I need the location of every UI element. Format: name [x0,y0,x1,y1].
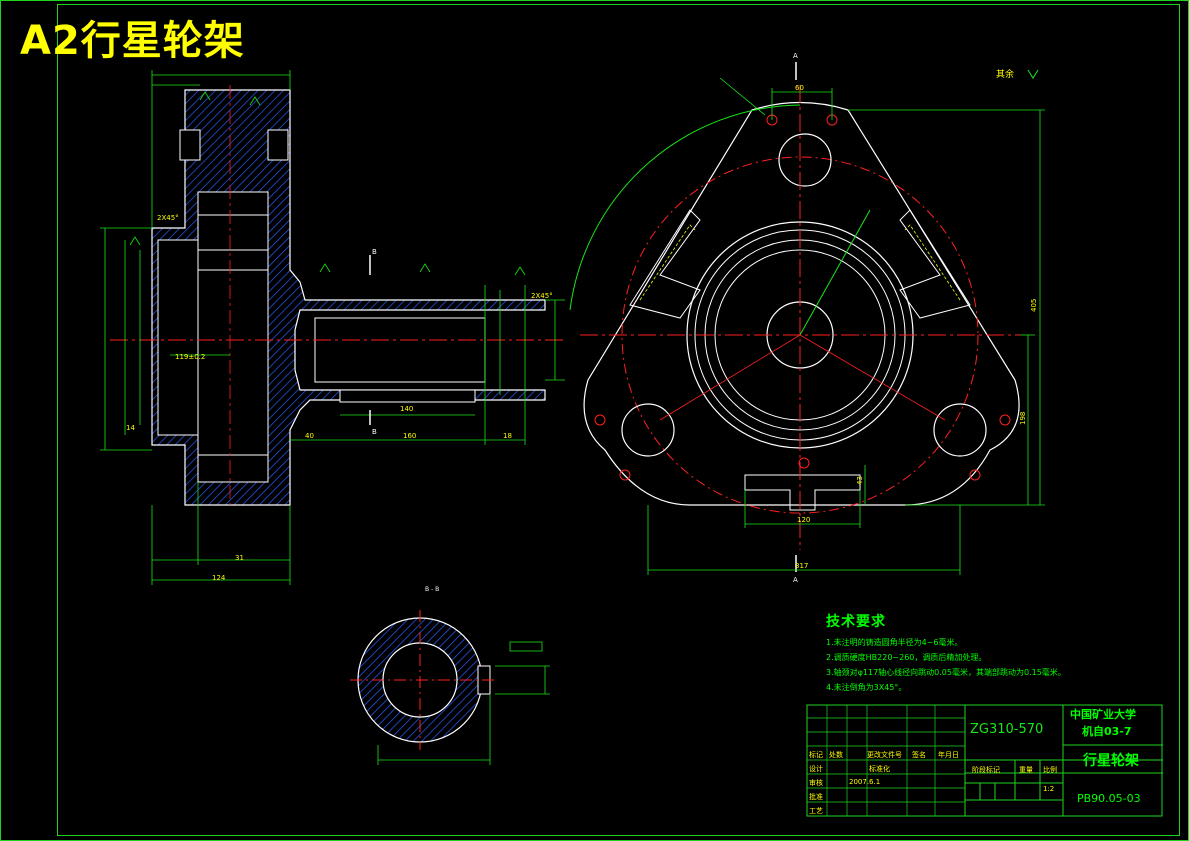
dim-119: 119±0.2 [175,353,205,361]
sheet-inner-border [57,4,1180,836]
dim-317: 317 [795,562,808,570]
section-bb-label: B - B [425,586,439,593]
tb-school-line2: 机自03-7 [1082,725,1132,738]
tb-header-mark: 标记 [809,751,823,759]
dim-14: 14 [126,424,135,432]
tb-drawing-no: PB90.05-03 [1077,792,1141,805]
tb-row-std: 标准化 [869,765,890,773]
bore-left [157,239,199,436]
pitch-circle [621,156,979,514]
tech-item: 2.调质硬度HB220~260，调质后精加处理。 [826,653,987,662]
tb-part-name: 行星轮架 [1083,753,1139,769]
dim-chamfer-left: 2X45° [157,214,179,222]
pin-hole-top [179,129,201,161]
carrier-outline [583,101,1020,506]
section-bb-view: B - B [350,586,550,765]
surface-finish-icon [1027,69,1039,79]
drawing-title: A2行星轮架 [20,18,245,64]
dim-405: 405 [1030,299,1038,312]
section-a-label-bottom: A [793,576,798,584]
tb-row-check: 审核 [809,779,823,787]
pin-hole-3 [933,403,987,457]
keyway [339,389,476,403]
tech-item: 3.轴颈对φ117轴心线径向跳动0.05毫米，其端部跳动为0.15毫米。 [826,668,1066,677]
shaft-bore [314,317,486,383]
section-a-label-top: A [793,52,798,60]
dim-160: 160 [403,432,416,440]
dim-chamfer-right: 2X45° [531,292,553,300]
section-view: B B 140 160 40 18 119±0.2 124 31 2X45° 2… [100,70,565,585]
tb-stage-mark: 阶段标记 [972,766,1000,774]
section-b-label-bottom: B [372,428,377,436]
tb-header-sign: 签名 [912,751,926,759]
tb-row-design: 设计 [809,765,823,773]
dim-120: 120 [797,516,810,524]
dim-124: 124 [212,574,226,582]
dim-18: 18 [503,432,512,440]
tb-design-date: 2007.6.1 [849,778,881,786]
tb-row-craft: 工艺 [809,807,823,815]
bore-main [197,191,269,483]
tech-requirements-heading: 技术要求 [826,614,886,630]
tb-row-approve: 批准 [809,793,823,801]
tb-school-line1: 中国矿业大学 [1070,708,1136,721]
dim-43: 43 [856,476,864,485]
plan-view: A A [569,52,1045,584]
tb-header-count: 处数 [829,751,843,759]
surface-note: 其余 [996,68,1014,80]
section-b-label-top: B [372,248,377,256]
dim-40: 40 [305,432,314,440]
dim-31: 31 [235,554,244,562]
tb-header-change: 更改文件号 [867,751,902,759]
tech-item: 1.未注明的铸造圆角半径为4~6毫米。 [826,638,963,647]
pin-hole-1 [778,133,832,187]
tb-scale: 比例 [1043,766,1057,774]
tb-header-date: 年月日 [938,751,959,759]
tech-requirements: 技术要求 1.未注明的铸造圆角半径为4~6毫米。 2.调质硬度HB220~260… [826,611,1066,695]
tb-scale-value: 1:2 [1043,785,1055,793]
tb-material-code: ZG310-570 [970,722,1044,737]
pin-hole-2 [621,403,675,457]
tb-weight: 重量 [1019,766,1033,774]
tech-item: 4.未注倒角为3X45°。 [826,683,907,692]
dim-60: 60 [795,84,804,92]
dim-198: 198 [1019,412,1027,425]
pin-hole-top-right [267,129,289,161]
dim-140: 140 [400,405,413,413]
